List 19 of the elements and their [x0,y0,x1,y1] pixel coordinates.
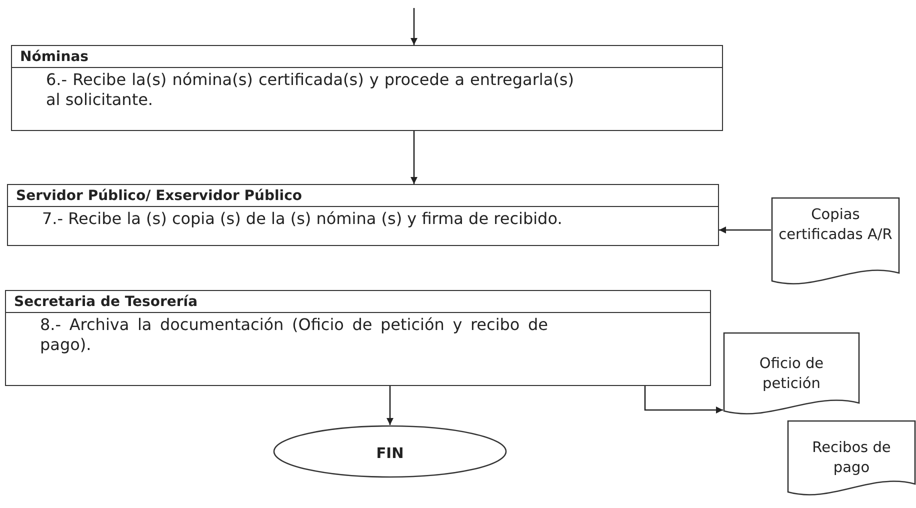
arrow [644,386,723,414]
step-description: 7.- Recibe la (s) copia (s) de la (s) nómina (s) y firma de recibido. [41,208,564,230]
process-box [5,290,711,386]
box-heading: Servidor Público/ Exservidor Público [8,185,718,207]
process-box [11,45,723,131]
arrow [719,226,771,234]
step-description: 6.- Recibe la(s) nómina(s) certificada(s) y procede a entregarla(s) al solicitante. [45,69,575,111]
arrow [410,131,418,184]
box-heading: Secretaria de Tesorería [6,291,710,313]
document-label: Recibos de pago [811,439,892,478]
arrow [410,8,418,45]
document-label: Oficio de petición [758,355,825,394]
terminator-ellipse [273,425,507,478]
box-heading: Nóminas [12,46,722,68]
process-box [7,184,719,246]
arrow [386,386,394,425]
document-label: Copias certificadas A/R [778,206,894,245]
terminator-label: FIN [375,444,405,464]
step-description: 8.- Archiva la documentación (Oficio de petición y recibo de pago). [39,314,549,356]
